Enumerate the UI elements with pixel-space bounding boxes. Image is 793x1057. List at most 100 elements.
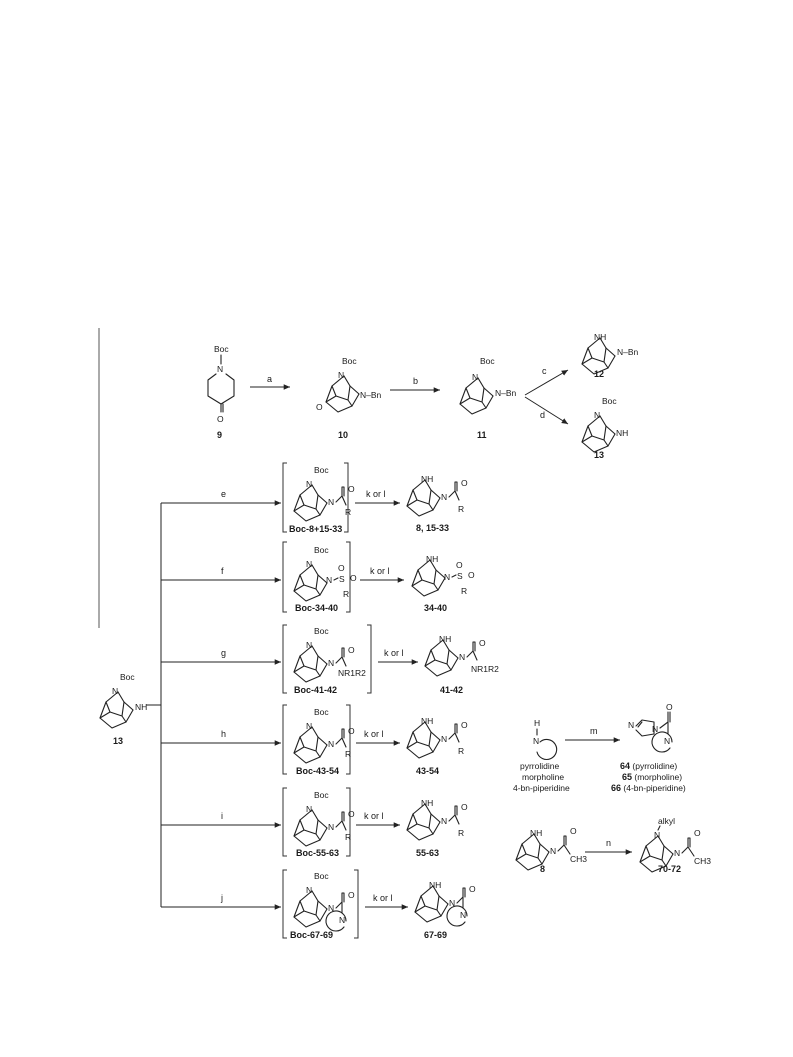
svg-text:N: N [306,559,312,569]
svg-text:N: N [306,885,312,895]
svg-text:H: H [534,718,540,728]
carbonyl-o-label: O [217,414,224,424]
svg-text:O: O [338,563,345,573]
reagent-g: g [221,648,226,658]
product-entry-65: 65 (morpholine) [622,772,682,782]
product-list: 64 (pyrrolidine) 65 (morpholine) 66 (4-b… [611,761,686,793]
arrow-d [524,396,569,425]
compound-9: Boc N O [207,344,235,424]
compound-10: Boc N N–Bn O [316,356,382,413]
product-label: 67-69 [424,930,447,940]
product-structure: NH N O N [414,880,476,927]
bracket-right [346,704,351,775]
compound-13-start: Boc N NH [99,672,147,729]
bracket-right [346,787,351,857]
intermediate-structure: Boc N N O R [293,790,355,847]
bracket-right [346,541,351,613]
svg-text:N: N [328,658,334,668]
svg-text:R: R [458,504,464,514]
svg-text:N: N [444,572,450,582]
boc-label: Boc [120,672,135,682]
n-bn-label: N–Bn [617,347,639,357]
svg-text:O: O [694,828,701,838]
reagent-n: n [606,838,611,848]
product-label: 8, 15-33 [416,523,449,533]
n-label: N [338,370,344,380]
nh-label: NH [616,428,628,438]
branch-i: i Boc N N O R Boc-55-63 k or l NH N O R … [161,787,468,858]
svg-text:R: R [343,589,349,599]
boc-label: Boc [214,344,229,354]
svg-text:NH: NH [429,880,441,890]
arrow-c [524,369,569,396]
product-label: 43-54 [416,766,439,776]
bracket-left [282,787,287,857]
svg-text:O: O [348,890,355,900]
reagent-i: i [221,811,223,821]
svg-text:O: O [456,560,463,570]
svg-text:N: N [306,640,312,650]
svg-text:N: N [533,736,539,746]
reagent-m: m [590,726,598,736]
product-structure: NH N S O O R [411,554,475,597]
svg-text:N: N [339,915,345,925]
boc-label: Boc [602,396,617,406]
deprotect-label: k or l [366,489,386,499]
compound-number-70-72: 70-72 [658,864,681,874]
side-scheme-n: NH N O CH3 8 n alkyl N N O CH3 70-72 [515,816,711,874]
n-label: N [594,410,600,420]
compound-11: Boc N N–Bn [459,356,517,415]
bracket-left [282,704,287,775]
branch-g: g Boc N N O NR1R2 Boc-41-42 k or l NH N … [161,624,499,695]
amine-name: 4-bn-piperidine [513,783,570,793]
product-structure: NH N O R [406,474,468,517]
svg-text:N: N [306,721,312,731]
svg-text:O: O [461,802,468,812]
branch-j: j Boc N N O N Boc-67-69 k or l NH N O N … [161,869,476,940]
svg-text:N: N [328,822,334,832]
boc-label: Boc [480,356,495,366]
compound-70-72: alkyl N N O CH3 [639,816,711,873]
intermediate-structure: Boc N N S O O R [293,545,357,602]
svg-text:Boc: Boc [314,707,329,717]
reagent-e: e [221,489,226,499]
svg-text:O: O [570,826,577,836]
svg-text:Boc: Boc [314,626,329,636]
intermediate-label: Boc-8+15-33 [289,524,342,534]
reagent-d: d [540,410,545,420]
bracket-left [282,541,287,613]
svg-text:O: O [348,726,355,736]
reagent-j: j [220,893,223,903]
svg-text:R: R [458,828,464,838]
svg-text:N: N [674,848,680,858]
svg-text:O: O [461,478,468,488]
intermediate-label: Boc-41-42 [294,685,337,695]
side-scheme-m: H N m pyrrolidine morpholine 4-bn-piperi… [513,702,686,793]
bracket-right [354,869,359,939]
svg-text:N: N [441,816,447,826]
product-structure: NH N O NR1R2 [424,634,499,677]
compound-12: NH N–Bn [581,332,639,375]
deprotect-label: k or l [384,648,404,658]
nh-label: NH [135,702,147,712]
compound-number-11: 11 [477,430,487,440]
svg-text:NH: NH [530,828,542,838]
svg-text:N: N [550,846,556,856]
svg-text:O: O [348,645,355,655]
svg-text:S: S [457,571,463,581]
product-structure: NH N O R [406,798,468,841]
compound-number-8: 8 [540,864,545,874]
carbonyl-o-label: O [316,402,323,412]
amine-names: pyrrolidine morpholine 4-bn-piperidine [513,761,570,793]
svg-text:R: R [345,507,351,517]
branch-h: h Boc N N O R Boc-43-54 k or l NH N O R … [161,704,468,776]
svg-text:CH3: CH3 [694,856,711,866]
svg-text:R: R [345,832,351,842]
deprotect-label: k or l [364,811,384,821]
imidazole-carbamoyl-product: N N O N [628,702,673,753]
svg-text:O: O [479,638,486,648]
product-label: 55-63 [416,848,439,858]
bracket-left [282,624,287,694]
svg-text:NH: NH [421,474,433,484]
